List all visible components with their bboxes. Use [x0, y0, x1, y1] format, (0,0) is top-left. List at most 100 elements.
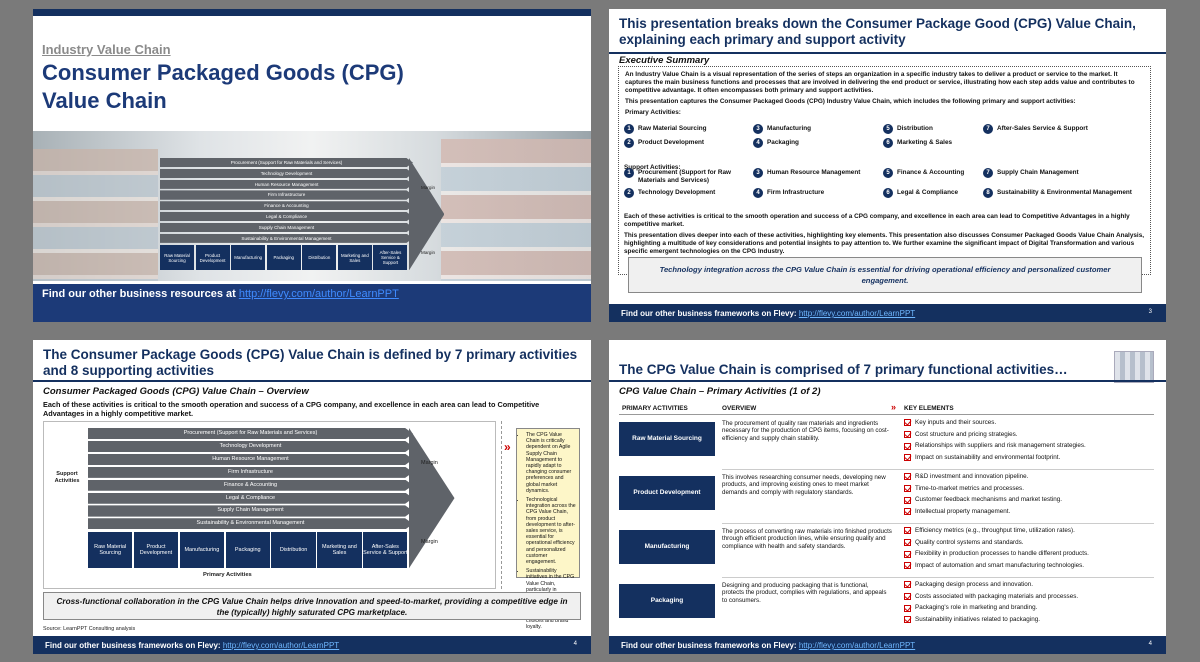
support-activity-bar: Legal & Compliance	[88, 493, 413, 504]
margin-label: Margin	[421, 539, 438, 546]
row-divider	[722, 523, 1154, 524]
checkbox-icon	[904, 550, 911, 558]
key-element-text: Time-to-market metrics and processes.	[915, 484, 1024, 492]
title-rule	[33, 380, 591, 382]
checkbox-icon	[904, 485, 911, 493]
importance-paragraph: Each of these activities is critical to …	[624, 213, 1130, 228]
key-element-text: Quality control systems and standards.	[915, 538, 1024, 546]
shelf-right-image	[441, 139, 591, 281]
footer-text: Find our other business frameworks on Fl…	[45, 641, 221, 650]
find-text: Find our other business resources at	[42, 288, 236, 300]
slide-subtitle: Consumer Packaged Goods (CPG) Value Chai…	[43, 386, 309, 397]
primary-activity-box: Packaging	[225, 532, 270, 569]
page-number: 4	[1148, 641, 1152, 647]
number-badge: 3	[753, 124, 763, 134]
item-label: Legal & Compliance	[897, 189, 959, 196]
support-activity-bar: Finance & Accounting	[88, 480, 413, 491]
key-element-item: Quality control systems and standards.	[904, 537, 1154, 549]
footer-link[interactable]: http://flevy.com/author/LearnPPT	[798, 641, 916, 650]
number-badge: 4	[753, 138, 763, 148]
support-activity-bar: Supply Chain Management	[160, 223, 413, 232]
item-label: Sustainability & Environmental Managemen…	[997, 189, 1132, 196]
number-badge: 8	[983, 188, 993, 198]
footer-text: Find our other business frameworks on Fl…	[621, 641, 797, 650]
checkbox-icon	[904, 527, 911, 535]
slide-2-executive-summary[interactable]: This presentation breaks down the Consum…	[609, 9, 1166, 322]
checkbox-icon	[904, 454, 911, 462]
support-activity-bar: Sustainability & Environmental Managemen…	[160, 234, 413, 243]
number-badge: 3	[753, 168, 763, 178]
checkbox-icon	[904, 539, 911, 547]
checkbox-icon	[904, 593, 911, 601]
key-element-item: Packaging's role in marketing and brandi…	[904, 602, 1154, 614]
support-activity-bar: Legal & Compliance	[160, 212, 413, 221]
item-label: After-Sales Service & Support	[997, 125, 1088, 132]
margin-label: Margin	[421, 185, 436, 190]
shelf-left-image	[33, 149, 158, 281]
key-element-text: Sustainability initiatives related to pa…	[915, 616, 1040, 624]
closing-text: Each of these activities is critical to …	[624, 213, 1146, 259]
footer-bar: Find our other business frameworks on Fl…	[33, 636, 591, 654]
diagram-frame	[43, 421, 496, 589]
primary-activity-label: Raw Material Sourcing	[619, 422, 715, 456]
footer-link[interactable]: http://flevy.com/author/LearnPPT	[798, 309, 916, 318]
footer-link[interactable]: http://flevy.com/author/LearnPPT	[222, 641, 340, 650]
col-header-primary: PRIMARY ACTIVITIES	[622, 405, 688, 412]
item-label: Finance & Accounting	[897, 169, 965, 176]
support-activity-bar: Firm Infrastructure	[160, 190, 413, 199]
key-element-text: Cost structure and pricing strategies.	[915, 430, 1018, 438]
primary-activity-box: Manufacturing	[231, 245, 266, 271]
row-divider	[722, 577, 1154, 578]
chevron-right-icon: »	[891, 402, 897, 412]
primary-activity-item: 4 Packaging	[753, 138, 873, 148]
deep-dive-paragraph: This presentation dives deeper into each…	[624, 232, 1145, 255]
slide-3-overview[interactable]: The Consumer Package Goods (CPG) Value C…	[33, 340, 591, 654]
flevy-link[interactable]: http://flevy.com/author/LearnPPT	[238, 288, 399, 300]
number-badge: 4	[753, 188, 763, 198]
chevron-right-icon: »	[504, 440, 511, 454]
margin-label: Margin	[421, 250, 436, 256]
overview-text: The procurement of quality raw materials…	[722, 420, 889, 442]
checkbox-icon	[904, 604, 911, 612]
checkbox-icon	[904, 442, 911, 450]
key-element-text: Impact on sustainability and environment…	[915, 454, 1061, 462]
item-label: Packaging	[767, 139, 799, 146]
checkbox-icon	[904, 581, 911, 589]
key-insight-callout: Technology integration across the CPG Va…	[628, 257, 1142, 293]
slide-4-primary-activities[interactable]: The CPG Value Chain is comprised of 7 pr…	[609, 340, 1166, 654]
primary-activity-box: Packaging	[266, 245, 301, 271]
primary-activity-box: Marketing and Sales	[317, 532, 362, 569]
slide-title: The CPG Value Chain is comprised of 7 pr…	[619, 362, 1068, 377]
primary-activities-label: Primary Activities	[203, 572, 252, 578]
support-activity-item: 8 Sustainability & Environmental Manageme…	[983, 188, 1143, 198]
key-element-item: Costs associated with packaging material…	[904, 591, 1154, 603]
support-activity-bar: Procurement (Support for Raw Materials a…	[88, 428, 413, 439]
item-label: Manufacturing	[767, 125, 812, 132]
key-elements-list: Key inputs and their sources.Cost struct…	[904, 417, 1154, 464]
key-element-text: R&D investment and innovation pipeline.	[915, 473, 1029, 480]
key-element-item: Sustainability initiatives related to pa…	[904, 614, 1154, 626]
key-element-item: Cost structure and pricing strategies.	[904, 429, 1154, 441]
item-label: Technology Development	[638, 189, 716, 196]
support-activities-label: Support Activities	[54, 471, 80, 484]
separator	[501, 421, 502, 589]
number-badge: 5	[883, 124, 893, 134]
key-element-text: Impact of automation and smart manufactu…	[915, 562, 1085, 570]
number-badge: 7	[983, 168, 993, 178]
primary-activity-label: Manufacturing	[619, 530, 715, 564]
margin-label: Margin	[421, 460, 438, 467]
title-rule	[609, 380, 1166, 382]
slide-1-title[interactable]: Industry Value Chain Consumer Packaged G…	[33, 9, 591, 322]
number-badge: 1	[624, 124, 634, 134]
key-insight-callout: Cross-functional collaboration in the CP…	[43, 592, 581, 620]
slide-subtitle: CPG Value Chain – Primary Activities (1 …	[619, 386, 821, 397]
number-badge: 1	[624, 168, 634, 178]
intro-paragraph: An Industry Value Chain is a visual repr…	[625, 71, 1135, 94]
number-badge: 6	[883, 138, 893, 148]
support-activity-bar: Technology Development	[88, 441, 413, 452]
key-element-text: Packaging design process and innovation.	[915, 581, 1033, 588]
